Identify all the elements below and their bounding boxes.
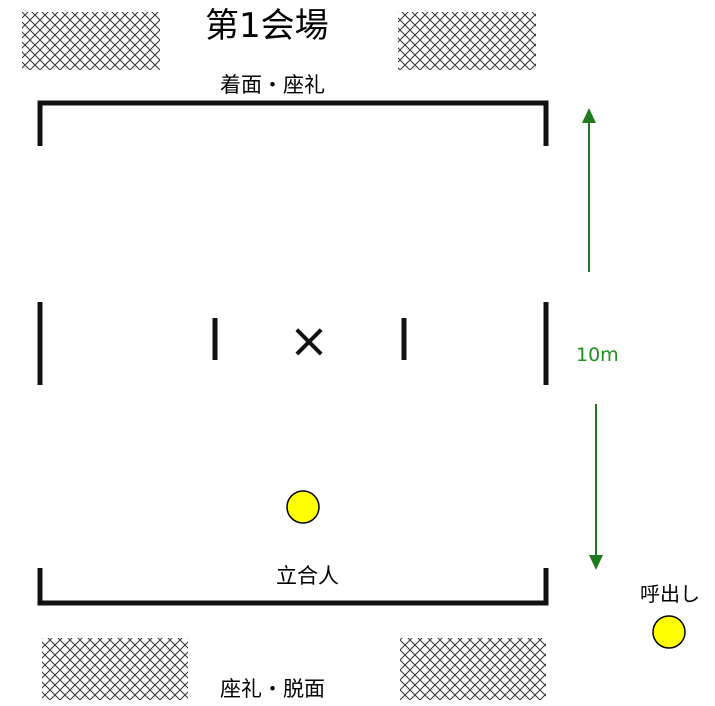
distance-arrowhead-up [582,108,596,123]
hatch-bottom-left [42,638,188,700]
distance-arrowhead-down [589,555,603,570]
top-label: 着面・座礼 [220,73,325,97]
hatch-top-left [22,12,160,70]
bottom-label: 座礼・脱面 [220,677,325,701]
caller-label: 呼出し [640,582,700,606]
center-mark: × [289,313,329,369]
caller-marker [652,615,686,649]
court-top-line [37,100,549,146]
referee-label: 立合人 [276,564,339,588]
hatch-top-right [398,12,536,70]
distance-label: 10m [576,344,619,366]
hatch-bottom-right [400,638,546,700]
venue-title: 第1会場 [205,6,329,46]
referee-marker [286,490,320,524]
court-bottom-line [37,568,549,606]
